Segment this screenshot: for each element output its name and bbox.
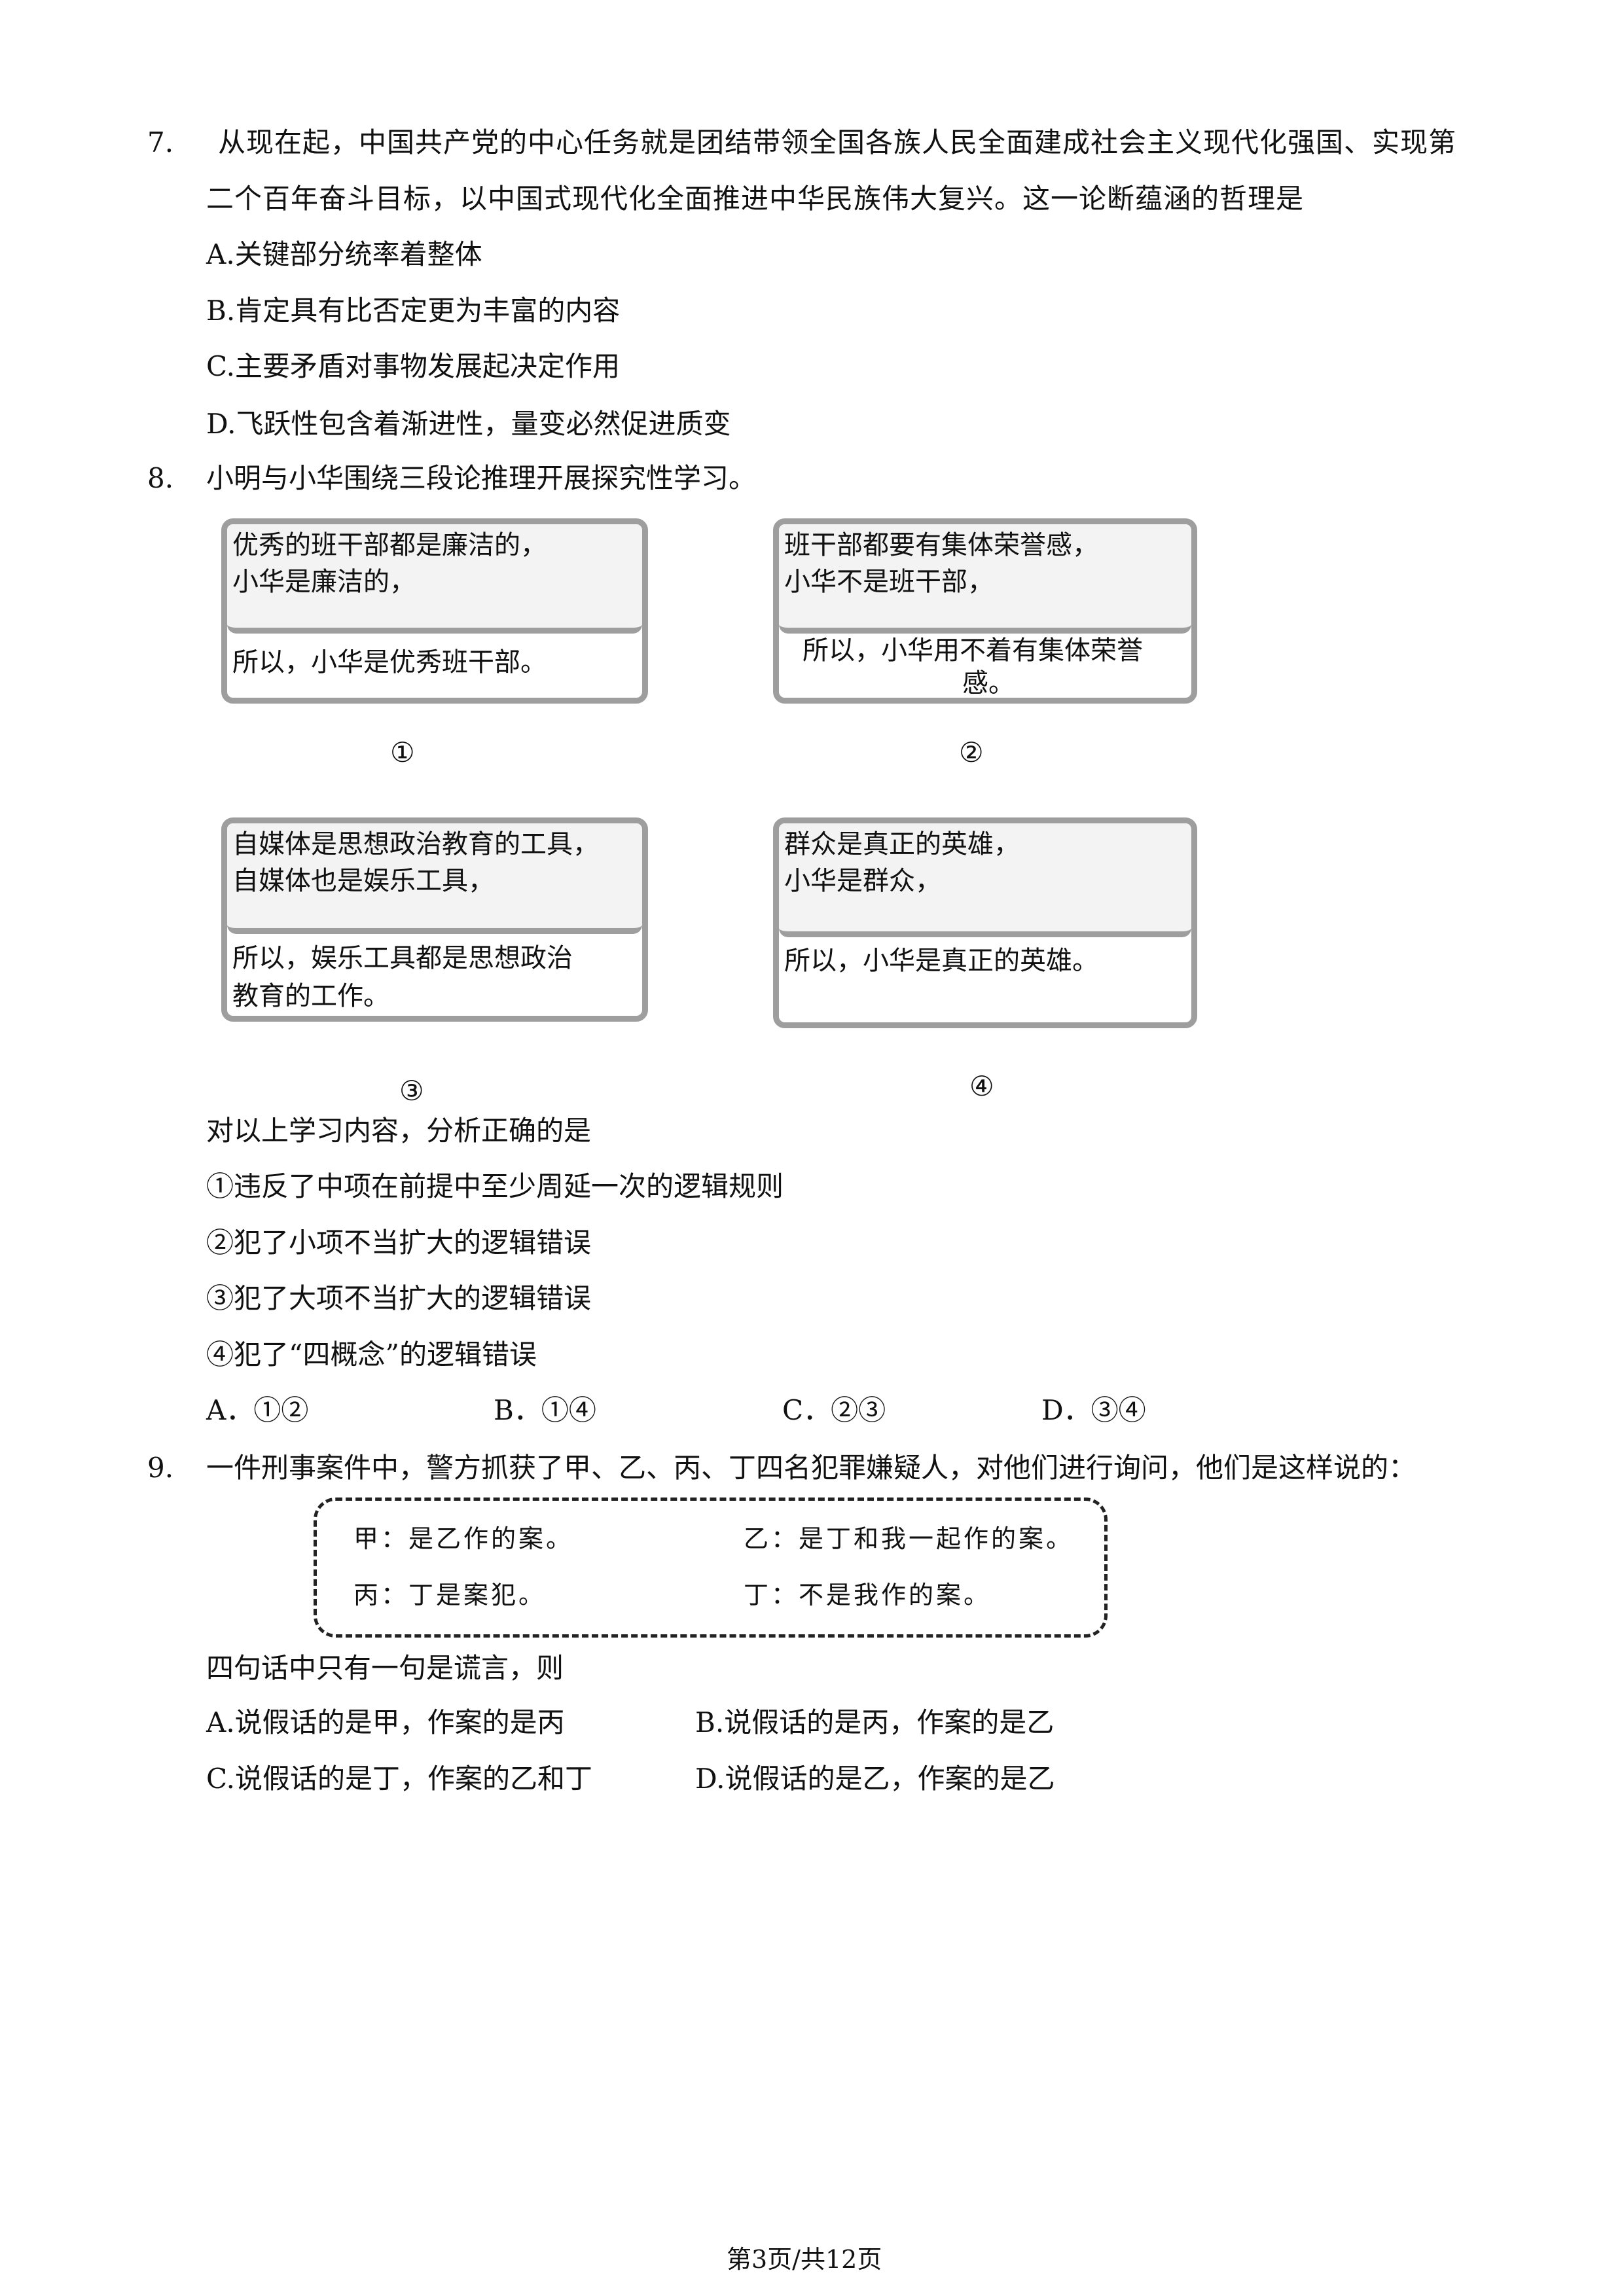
q9-option-d: D.说假话的是乙，作案的是乙 xyxy=(695,1763,1055,1795)
conclusion-cont: 教育的工作。 xyxy=(232,981,389,1011)
conclusion-cont: 感。 xyxy=(962,668,1015,698)
conclusion: 所以，小华用不着有集体荣誉 xyxy=(803,636,1143,666)
q8-statement-4: ④犯了“四概念”的逻辑错误 xyxy=(206,1338,537,1371)
q8-option-d: D．③④ xyxy=(1041,1394,1146,1426)
premise-1: 自媒体是思想政治教育的工具， xyxy=(232,829,599,859)
conclusion: 所以，娱乐工具都是思想政治 xyxy=(232,943,573,973)
q7-number: 7. xyxy=(147,126,174,158)
q7-option-b: B.肯定具有比否定更为丰富的内容 xyxy=(206,295,621,327)
q9-option-c: C.说假话的是丁，作案的乙和丁 xyxy=(206,1763,592,1795)
q8-number: 8. xyxy=(147,462,174,494)
premise-2: 小华不是班干部， xyxy=(784,567,994,597)
q9-stem: 一件刑事案件中，警方抓获了甲、乙、丙、丁四名犯罪嫌疑人，对他们进行询问，他们是这… xyxy=(206,1452,1416,1484)
q9-option-a: A.说假话的是甲，作案的是丙 xyxy=(206,1706,565,1738)
syllogism-box-4: 群众是真正的英雄， 小华是群众， 所以，小华是真正的英雄。 xyxy=(773,817,1197,1028)
premise-2: 自媒体也是娱乐工具， xyxy=(232,866,494,896)
conclusion: 所以，小华是优秀班干部。 xyxy=(232,647,547,677)
q8-statement-2: ②犯了小项不当扩大的逻辑错误 xyxy=(206,1227,592,1259)
conclusion: 所以，小华是真正的英雄。 xyxy=(784,946,1098,976)
q9-option-b: B.说假话的是丙，作案的是乙 xyxy=(695,1706,1055,1738)
statement-ding: 丁：不是我作的案。 xyxy=(744,1581,992,1609)
q7-option-c: C.主要矛盾对事物发展起决定作用 xyxy=(206,350,620,382)
q8-stem: 小明与小华围绕三段论推理开展探究性学习。 xyxy=(206,462,757,494)
premise-1: 优秀的班干部都是廉洁的， xyxy=(232,530,547,560)
box-label-1: ① xyxy=(390,736,415,768)
statement-yi: 乙：是丁和我一起作的案。 xyxy=(744,1524,1074,1553)
q8-option-b: B．①④ xyxy=(494,1394,596,1426)
statement-jia: 甲：是乙作的案。 xyxy=(353,1524,574,1553)
q7-stem-line1: 从现在起，中国共产党的中心任务就是团结带领全国各族人民全面建成社会主义现代化强国… xyxy=(218,126,1457,158)
q9-number: 9. xyxy=(147,1452,174,1484)
q8-question: 对以上学习内容，分析正确的是 xyxy=(206,1115,592,1147)
q8-option-a: A．①② xyxy=(206,1394,309,1426)
box-label-2: ② xyxy=(959,736,984,768)
premise-1: 班干部都要有集体荣誉感， xyxy=(784,530,1098,560)
q8-option-c: C．②③ xyxy=(782,1394,886,1426)
page-footer: 第3页/共12页 xyxy=(727,2245,882,2274)
syllogism-box-3: 自媒体是思想政治教育的工具， 自媒体也是娱乐工具， 所以，娱乐工具都是思想政治 … xyxy=(221,817,648,1022)
syllogism-box-2: 班干部都要有集体荣誉感， 小华不是班干部， 所以，小华用不着有集体荣誉 感。 xyxy=(773,518,1197,704)
box-label-3: ③ xyxy=(399,1075,424,1107)
q8-statement-3: ③犯了大项不当扩大的逻辑错误 xyxy=(206,1282,592,1314)
statements-dashed-box xyxy=(314,1498,1108,1638)
statement-bing: 丙：丁是案犯。 xyxy=(353,1581,547,1609)
premise-1: 群众是真正的英雄， xyxy=(784,829,1020,859)
q7-stem-line2: 二个百年奋斗目标，以中国式现代化全面推进中华民族伟大复兴。这一论断蕴涵的哲理是 xyxy=(206,183,1305,215)
premise-2: 小华是群众， xyxy=(784,866,941,896)
box-label-4: ④ xyxy=(969,1070,994,1102)
q9-question: 四句话中只有一句是谎言，则 xyxy=(206,1652,564,1684)
q7-option-d: D.飞跃性包含着渐进性，量变必然促进质变 xyxy=(206,408,731,440)
premise-2: 小华是廉洁的， xyxy=(232,567,416,597)
q8-statement-1: ①违反了中项在前提中至少周延一次的逻辑规则 xyxy=(206,1170,784,1202)
q7-option-a: A.关键部分统率着整体 xyxy=(206,238,482,270)
syllogism-box-1: 优秀的班干部都是廉洁的， 小华是廉洁的， 所以，小华是优秀班干部。 xyxy=(221,518,648,704)
